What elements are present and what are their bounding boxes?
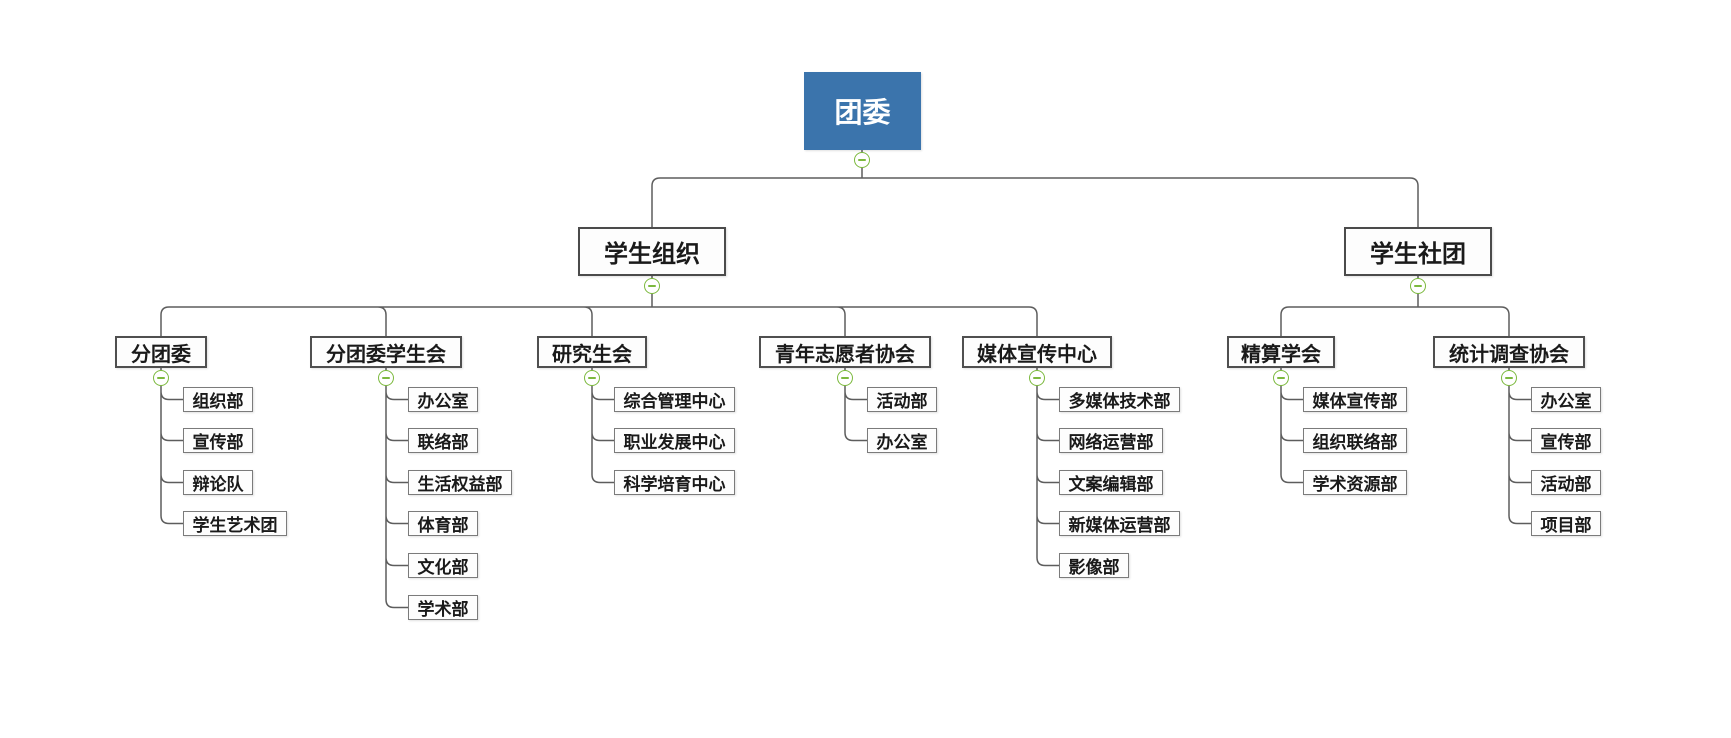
leaf-node[interactable]: 项目部 [1531, 511, 1601, 536]
collapse-button[interactable] [1029, 370, 1045, 386]
collapse-button[interactable] [1410, 278, 1426, 294]
collapse-button[interactable] [378, 370, 394, 386]
minus-icon [841, 377, 849, 379]
leaf-node[interactable]: 职业发展中心 [614, 428, 735, 453]
minus-icon [157, 377, 165, 379]
leaf-node[interactable]: 新媒体运营部 [1059, 511, 1180, 536]
node-root[interactable]: 团委 [804, 72, 921, 150]
branch-node[interactable]: 研究生会 [537, 336, 647, 368]
branch-node[interactable]: 分团委 [115, 336, 207, 368]
leaf-node[interactable]: 体育部 [408, 511, 478, 536]
minus-icon [1505, 377, 1513, 379]
branch-node[interactable]: 分团委学生会 [310, 336, 462, 368]
leaf-node[interactable]: 辩论队 [183, 470, 253, 495]
minus-icon [382, 377, 390, 379]
minus-icon [588, 377, 596, 379]
leaf-node[interactable]: 办公室 [1531, 387, 1601, 412]
collapse-button[interactable] [644, 278, 660, 294]
minus-icon [858, 159, 866, 161]
leaf-node[interactable]: 文案编辑部 [1059, 470, 1163, 495]
leaf-node[interactable]: 多媒体技术部 [1059, 387, 1180, 412]
leaf-node[interactable]: 宣传部 [183, 428, 253, 453]
leaf-node[interactable]: 办公室 [867, 428, 937, 453]
branch-node[interactable]: 统计调查协会 [1433, 336, 1585, 368]
leaf-node[interactable]: 影像部 [1059, 553, 1129, 578]
collapse-button[interactable] [584, 370, 600, 386]
leaf-node[interactable]: 办公室 [408, 387, 478, 412]
collapse-button[interactable] [1273, 370, 1289, 386]
node-student-organizations[interactable]: 学生组织 [578, 227, 726, 276]
leaf-node[interactable]: 活动部 [867, 387, 937, 412]
leaf-node[interactable]: 联络部 [408, 428, 478, 453]
leaf-node[interactable]: 生活权益部 [408, 470, 512, 495]
leaf-node[interactable]: 学术部 [408, 595, 478, 620]
leaf-node[interactable]: 文化部 [408, 553, 478, 578]
collapse-button[interactable] [837, 370, 853, 386]
leaf-node[interactable]: 综合管理中心 [614, 387, 735, 412]
leaf-node[interactable]: 学术资源部 [1303, 470, 1407, 495]
leaf-node[interactable]: 宣传部 [1531, 428, 1601, 453]
collapse-button[interactable] [1501, 370, 1517, 386]
minus-icon [1414, 285, 1422, 287]
leaf-node[interactable]: 活动部 [1531, 470, 1601, 495]
minus-icon [1277, 377, 1285, 379]
collapse-button[interactable] [153, 370, 169, 386]
leaf-node[interactable]: 科学培育中心 [614, 470, 735, 495]
minus-icon [648, 285, 656, 287]
branch-node[interactable]: 青年志愿者协会 [759, 336, 931, 368]
leaf-node[interactable]: 组织部 [183, 387, 253, 412]
minus-icon [1033, 377, 1041, 379]
leaf-node[interactable]: 网络运营部 [1059, 428, 1163, 453]
leaf-node[interactable]: 媒体宣传部 [1303, 387, 1407, 412]
leaf-node[interactable]: 组织联络部 [1303, 428, 1407, 453]
node-student-clubs[interactable]: 学生社团 [1344, 227, 1492, 276]
collapse-button[interactable] [854, 152, 870, 168]
leaf-node[interactable]: 学生艺术团 [183, 511, 287, 536]
branch-node[interactable]: 精算学会 [1227, 336, 1335, 368]
branch-node[interactable]: 媒体宣传中心 [962, 336, 1112, 368]
